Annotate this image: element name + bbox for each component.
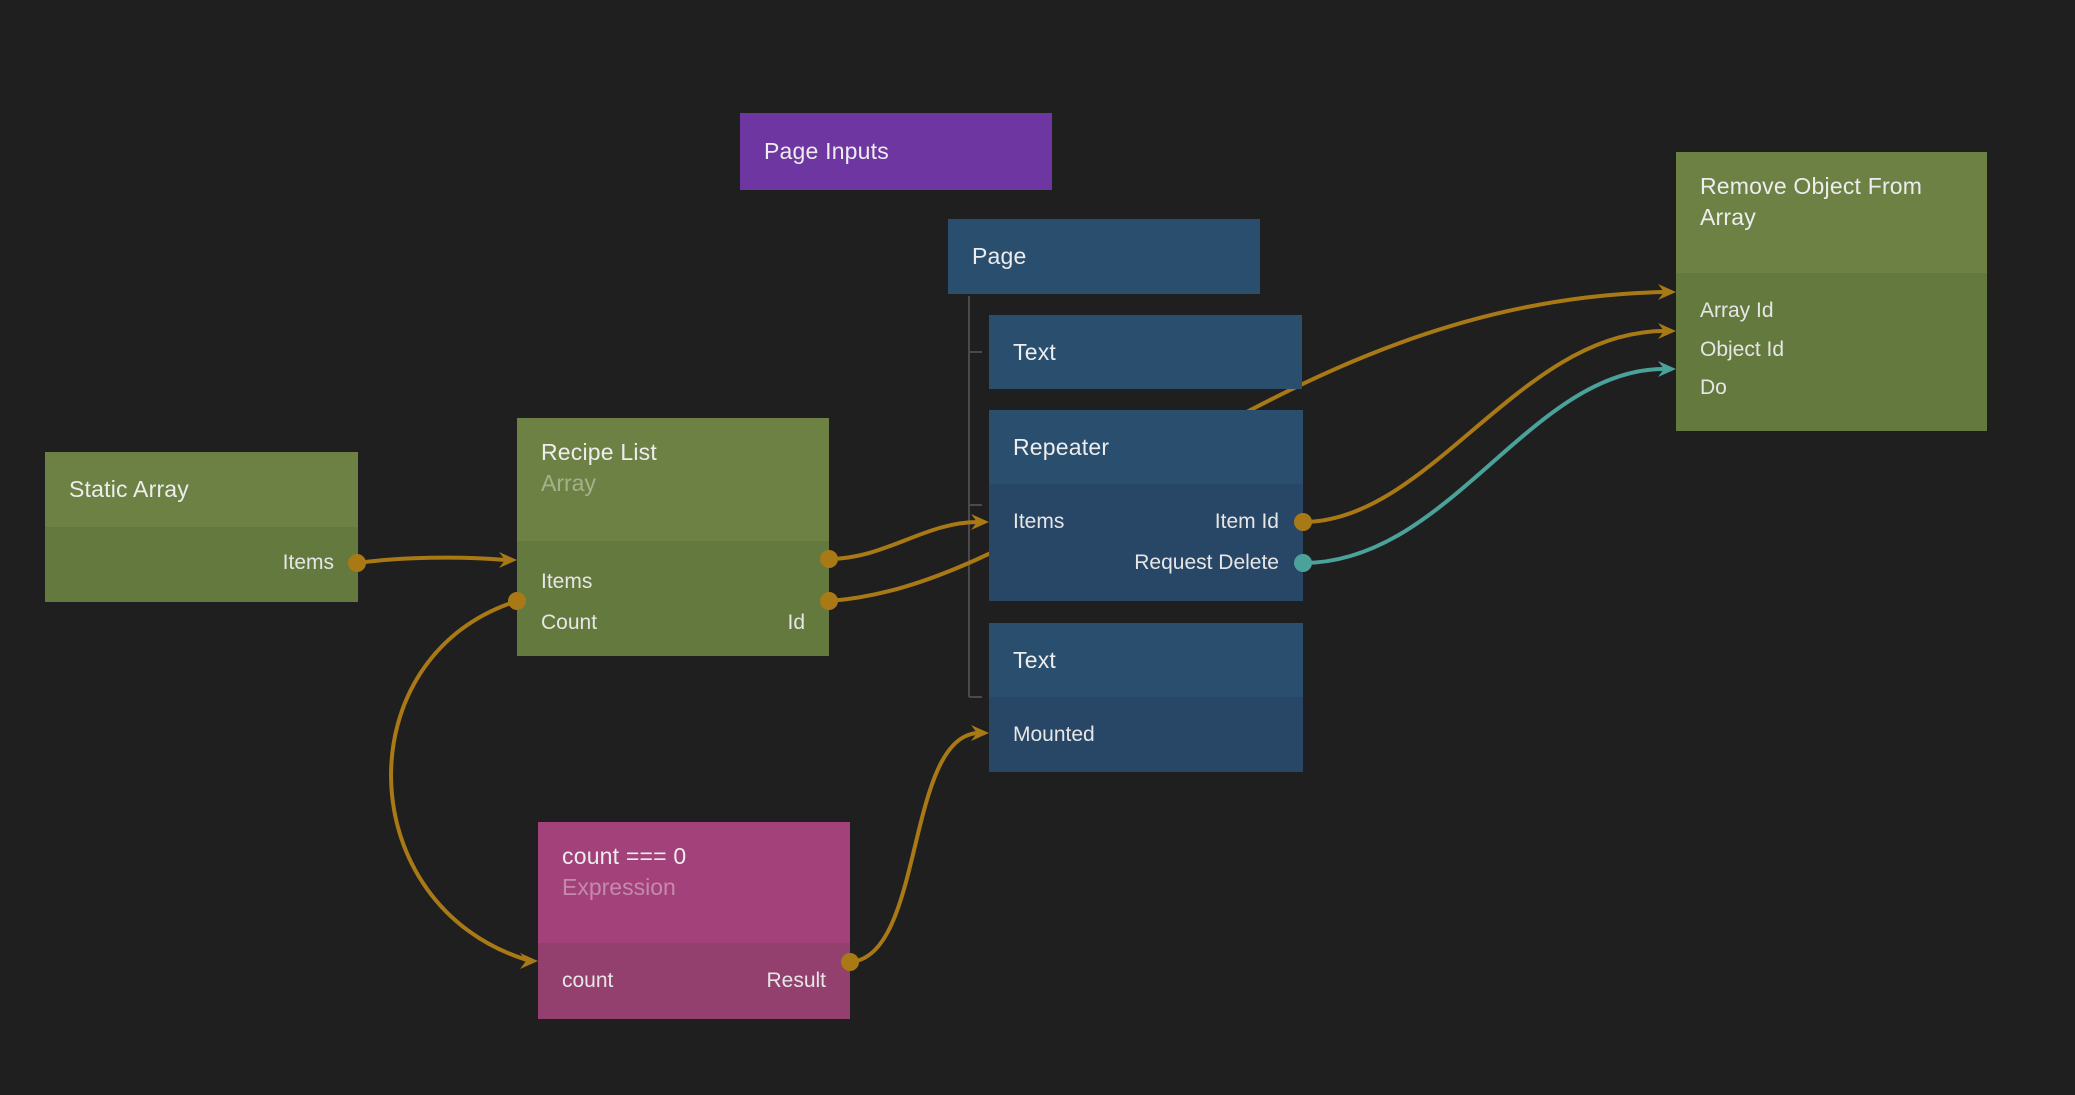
node-body: count Result bbox=[538, 943, 850, 1019]
node-title: Repeater bbox=[1013, 434, 1110, 460]
port-array-id-input[interactable]: Array Id bbox=[1700, 299, 1774, 322]
port-items-input[interactable]: Items bbox=[1013, 510, 1065, 533]
port-items-output[interactable]: Items bbox=[282, 551, 334, 574]
node-body: Items Count Id bbox=[517, 541, 829, 656]
node-title: Page bbox=[972, 243, 1027, 269]
port-count-input[interactable]: count bbox=[562, 969, 614, 992]
hierarchy-line bbox=[968, 296, 982, 698]
port-id-output[interactable]: Id bbox=[787, 611, 805, 634]
port-result-output[interactable]: Result bbox=[766, 969, 826, 992]
wire-expression-result-to-text-mounted[interactable] bbox=[849, 731, 979, 964]
node-title: Page Inputs bbox=[764, 138, 889, 164]
port-item-id-output[interactable]: Item Id bbox=[1214, 510, 1279, 533]
node-header: Page Inputs bbox=[740, 113, 1052, 190]
port-count-output[interactable]: Count bbox=[541, 611, 598, 634]
node-title: Text bbox=[1013, 647, 1056, 673]
port-mounted-input[interactable]: Mounted bbox=[1013, 723, 1095, 746]
node-title: Static Array bbox=[69, 476, 189, 502]
node-repeater[interactable]: Repeater Items Item Id Request Delete bbox=[989, 410, 1303, 601]
node-header: count === 0 Expression bbox=[538, 822, 850, 943]
node-recipe-list[interactable]: Recipe List Array Items Count Id bbox=[517, 418, 829, 656]
node-body: Items Item Id Request Delete bbox=[989, 484, 1303, 601]
wire-recipelist-count-to-expression-count[interactable] bbox=[389, 599, 528, 962]
wire-recipelist-items-to-repeater-items[interactable] bbox=[828, 520, 979, 561]
node-header: Text bbox=[989, 623, 1303, 697]
node-text-top[interactable]: Text bbox=[989, 315, 1302, 389]
port-do-input[interactable]: Do bbox=[1700, 376, 1727, 399]
node-body: Mounted bbox=[989, 697, 1303, 772]
node-title: Recipe List bbox=[541, 439, 657, 465]
node-page-inputs[interactable]: Page Inputs bbox=[740, 113, 1052, 190]
node-header: Static Array bbox=[45, 452, 358, 527]
node-expression[interactable]: count === 0 Expression count Result bbox=[538, 822, 850, 1019]
wire-repeater-itemid-to-remove-objectid[interactable] bbox=[1302, 329, 1665, 524]
node-header: Text bbox=[989, 315, 1302, 389]
node-header: Page bbox=[948, 219, 1260, 294]
node-subtitle: Expression bbox=[562, 874, 676, 900]
node-header: Remove Object From Array bbox=[1676, 152, 1987, 273]
node-title: Text bbox=[1013, 339, 1056, 365]
node-subtitle: Array bbox=[541, 470, 596, 496]
node-title: Remove Object From Array bbox=[1700, 173, 1923, 230]
wire-repeater-requestdelete-to-remove-do[interactable] bbox=[1302, 367, 1665, 565]
node-title: count === 0 bbox=[562, 843, 687, 869]
node-body: Items bbox=[45, 527, 358, 602]
port-request-delete-output[interactable]: Request Delete bbox=[1134, 551, 1279, 574]
port-object-id-input[interactable]: Object Id bbox=[1700, 338, 1785, 361]
node-remove-object-from-array[interactable]: Remove Object From Array Array Id Object… bbox=[1676, 152, 1987, 431]
node-static-array[interactable]: Static Array Items bbox=[45, 452, 358, 602]
node-body: Array Id Object Id Do bbox=[1676, 273, 1987, 431]
node-text-bottom[interactable]: Text Mounted bbox=[989, 623, 1303, 772]
port-items-io[interactable]: Items bbox=[541, 570, 593, 593]
wire-staticarray-items-to-recipelist-items[interactable] bbox=[356, 555, 507, 565]
node-header: Recipe List Array bbox=[517, 418, 829, 541]
node-header: Repeater bbox=[989, 410, 1303, 484]
node-page[interactable]: Page bbox=[948, 219, 1260, 294]
